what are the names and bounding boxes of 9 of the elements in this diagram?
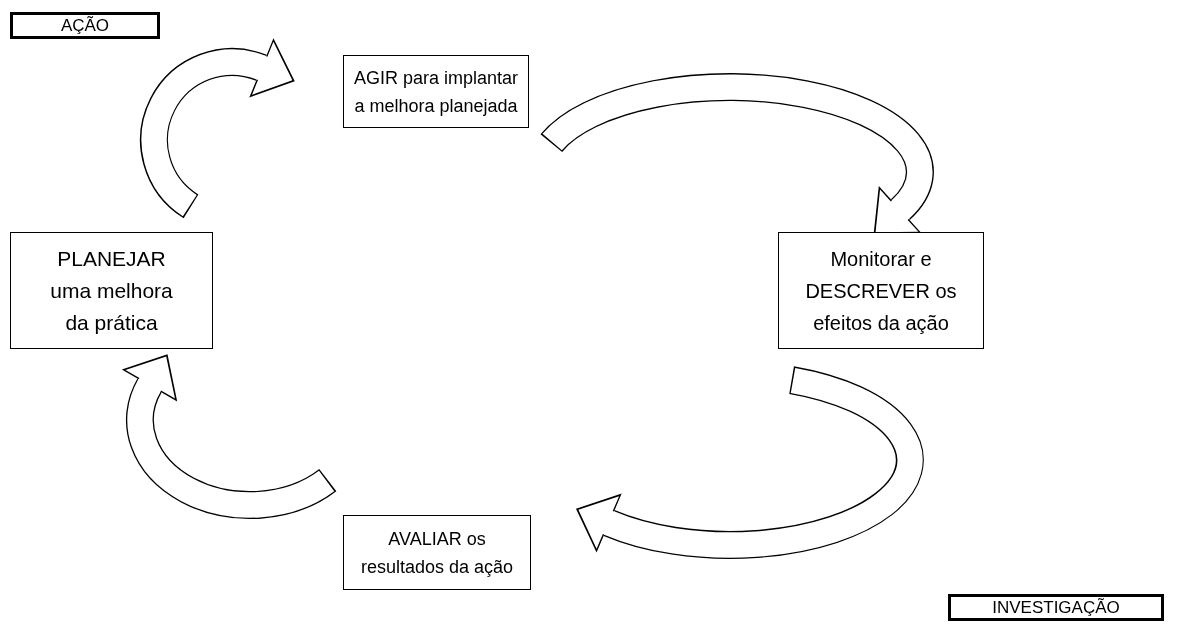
curved-arrow	[575, 366, 924, 559]
process-box: PLANEJAR uma melhora da prática	[10, 232, 213, 349]
process-box: AGIR para implantar a melhora planejada	[343, 55, 529, 128]
label-box: INVESTIGAÇÃO	[948, 594, 1164, 621]
process-box: Monitorar e DESCREVER os efeitos da ação	[778, 232, 984, 349]
curved-arrow	[140, 37, 296, 218]
label-box: AÇÃO	[10, 12, 160, 39]
curved-arrow	[120, 353, 336, 519]
process-box: AVALIAR os resultados da ação	[343, 515, 531, 590]
